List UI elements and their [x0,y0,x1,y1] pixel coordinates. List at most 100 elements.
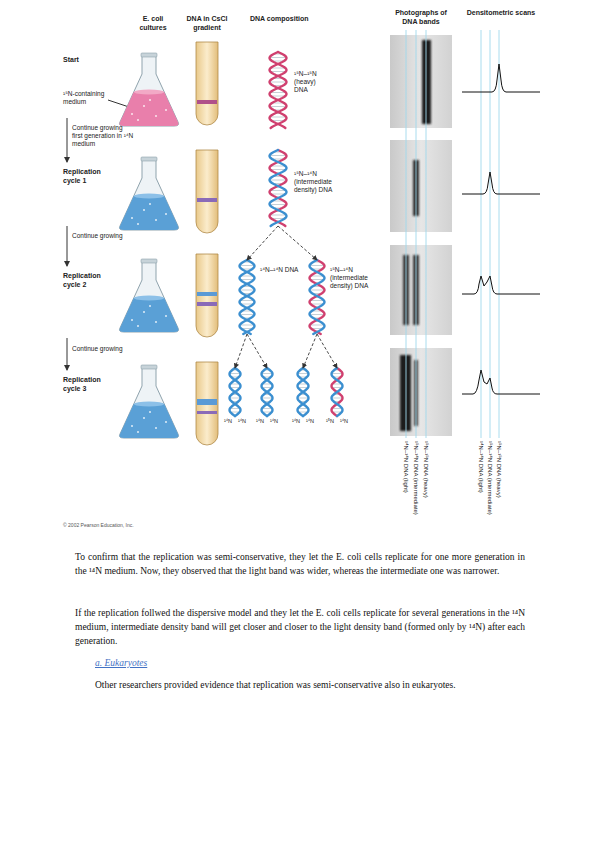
base-pair [270,117,286,118]
dna-strand [270,150,287,226]
base-pair [270,57,287,58]
base-pair [310,290,325,291]
dna-strand [270,150,287,226]
medium-label: ¹⁵N-containing medium [63,90,109,106]
dna-helix [296,368,310,416]
dna-helix [268,52,288,128]
dna-molecule: ¹⁴N¹⁴N [289,368,317,426]
strand-label: ¹⁴N [235,418,249,425]
strand-label: ¹⁴N [253,418,267,425]
split-arrow [278,226,317,260]
dna-helix [238,260,256,334]
flask [120,365,179,438]
dna-molecule: ¹⁵N¹⁴N [323,368,351,426]
body-paragraph: If the replication follwed the dispersiv… [75,606,525,648]
dna-label: ¹⁴N–¹⁴N DNA [260,266,300,274]
base-pair [240,265,255,266]
dna-helix [330,368,344,416]
body-paragraph: Other researchers provided evidence that… [95,678,525,692]
flask [120,53,179,126]
column-header: E. coli cultures [132,14,174,32]
dna-label: ¹⁵N–¹⁴N (intermediate density) DNA [330,266,380,290]
dna-helix [228,368,242,416]
base-pair [270,71,286,72]
section-heading: a. Eukaryotes [95,656,295,670]
band-label: ¹⁵N–¹⁴N DNA (intermediate) [412,441,419,515]
strand-label: ¹⁴N [221,418,235,425]
base-pair [270,155,287,156]
base-pair [270,215,286,216]
dna-strand [298,368,309,416]
base-pair [270,106,287,107]
dna-strand [262,368,273,416]
base-pair [262,398,273,399]
flask [120,157,179,230]
base-pair [240,325,254,326]
strand-label: ¹⁴N [267,418,281,425]
strand-label: ¹⁵N [323,418,337,425]
dna-strand [262,368,273,416]
step-label: Continue growing [72,232,132,240]
dna-molecule: ¹⁴N¹⁴N [221,368,249,426]
dna-molecule: ¹⁴N–¹⁴N DNA [238,260,308,334]
band-photograph [390,35,452,436]
band-label: ¹⁴N–¹⁴N DNA (light) [402,441,409,493]
strand-label: ¹⁴N [303,418,317,425]
step-label: Continue growing first generation in ¹⁴N… [72,124,134,148]
base-pair [230,373,241,374]
band-label: ¹⁵N–¹⁴N DNA (intermediate) [486,441,493,515]
strand-label: ¹⁴N [337,418,351,425]
dna-helix [260,368,274,416]
base-pair [270,169,286,170]
column-header: Photographs of DNA bands [388,8,454,26]
centrifuge-tube [196,150,218,233]
band-label: ¹⁵N–¹⁵N DNA (heavy) [495,441,502,498]
base-pair [298,373,309,374]
base-pair [332,398,343,399]
row-label: Replication cycle 1 [63,168,113,185]
scan-trace [462,64,540,394]
split-arrow [235,334,247,368]
dna-strand [332,368,343,416]
dna-strand [298,368,309,416]
dna-molecule: ¹⁴N¹⁴N [253,368,281,426]
column-header: DNA in CsCl gradient [179,14,235,32]
copyright-note: © 2002 Pearson Education, Inc. [63,522,134,528]
row-label: Start [63,56,113,65]
column-header: Densitometric scans [466,8,536,17]
base-pair [310,265,325,266]
guide-line [406,30,499,438]
dna-strand [240,260,255,334]
dna-helix [308,260,326,334]
base-pair [270,204,287,205]
body-paragraph: To confirm that the replication was semi… [75,550,525,578]
dna-strand [332,368,343,416]
dna-strand [230,368,241,416]
base-pair [310,325,324,326]
dna-strand [270,52,287,128]
dna-strand [270,52,287,128]
dna-molecule: ¹⁵N–¹⁴N (intermediate density) DNA [308,260,380,334]
base-pair [270,180,287,181]
column-header: DNA composition [250,14,330,23]
base-pair [240,290,255,291]
split-arrow [303,334,317,368]
centrifuge-tube [196,254,218,337]
base-pair [262,373,273,374]
dna-molecule: ¹⁵N–¹⁴N (intermediate density) DNA [268,150,358,226]
dna-strand [310,260,325,334]
base-pair [332,373,343,374]
centrifuge-tube [196,362,218,445]
row-label: Replication cycle 3 [63,376,113,393]
centrifuge-tube [196,42,218,125]
base-pair [298,398,309,399]
split-arrow [247,334,267,368]
base-pair [270,92,286,93]
dna-label: ¹⁵N–¹⁴N (intermediate density) DNA [294,170,344,194]
base-pair [270,190,286,191]
base-pair [270,82,287,83]
row-label: Replication cycle 2 [63,272,113,289]
base-pair [230,398,241,399]
dna-label: ¹⁵N–¹⁵N (heavy) DNA [294,70,330,94]
